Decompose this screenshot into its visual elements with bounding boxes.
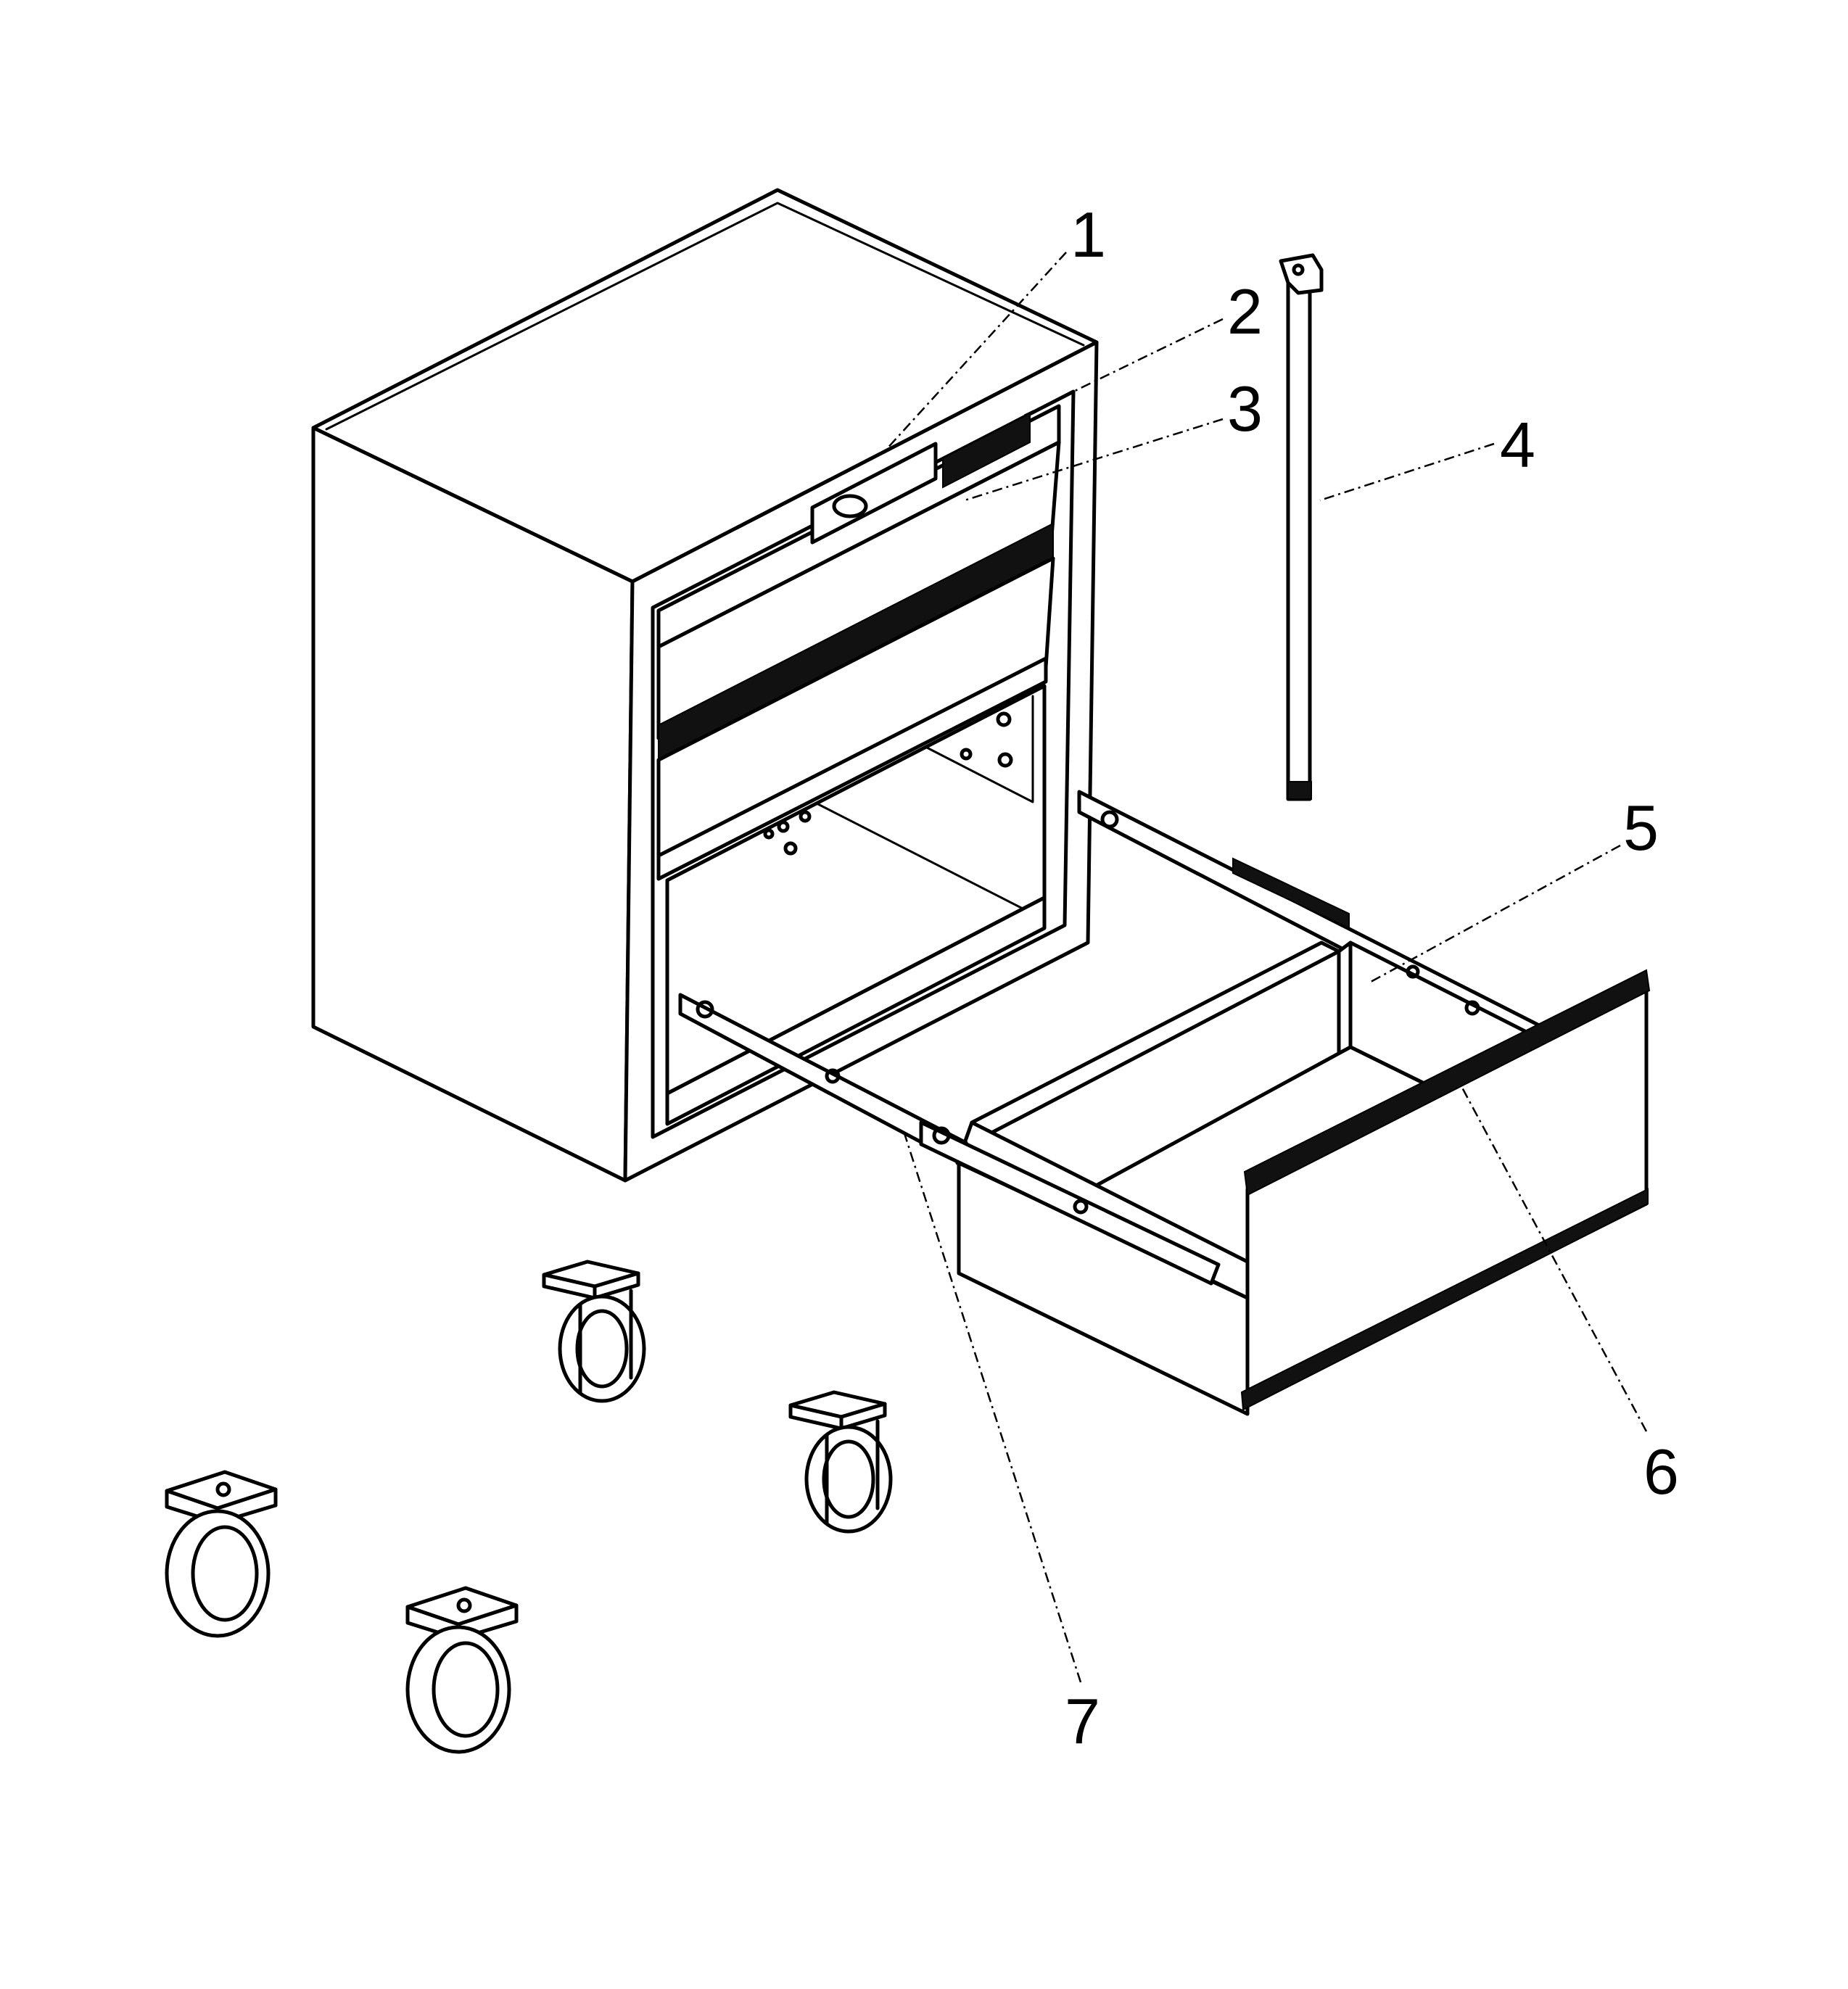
callout-7: 7	[1065, 1685, 1100, 1757]
callout-labels: 1 2 3 4 5 6 7	[1065, 199, 1679, 1757]
lock-rod	[1279, 253, 1324, 801]
callout-6: 6	[1643, 1436, 1679, 1508]
leader-lines	[884, 252, 1648, 1683]
callout-1: 1	[1071, 199, 1106, 270]
callout-3: 3	[1227, 373, 1263, 444]
cabinet-body	[311, 188, 1099, 1183]
callout-4: 4	[1500, 409, 1535, 481]
drawer	[678, 790, 1651, 1416]
callout-5: 5	[1623, 792, 1659, 864]
callout-2: 2	[1227, 276, 1263, 347]
caster-wheel-icon	[165, 1260, 893, 1754]
